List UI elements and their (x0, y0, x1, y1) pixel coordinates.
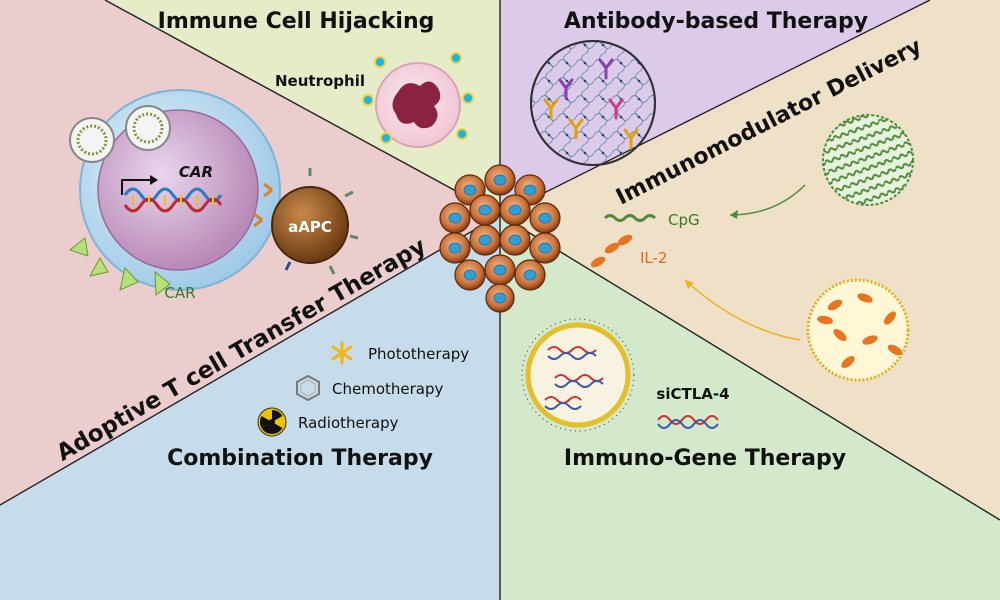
title-immuno-gene-therapy: Immuno-Gene Therapy (564, 446, 846, 471)
chemotherapy-icon (296, 374, 320, 402)
cpg-particle (603, 114, 914, 222)
label-neutrophil: Neutrophil (275, 72, 365, 90)
title-combination-therapy: Combination Therapy (167, 446, 433, 471)
il2-particle (590, 234, 910, 382)
neutrophil-illustration (362, 52, 474, 148)
label-radiotherapy: Radiotherapy (298, 414, 399, 432)
gene-nanoparticle (521, 318, 635, 432)
antibody-hydrogel (530, 40, 656, 166)
label-il2: IL-2 (640, 249, 667, 267)
label-chemotherapy: Chemotherapy (332, 380, 443, 398)
label-aapc: aAPC (288, 218, 332, 236)
title-immune-cell-hijacking: Immune Cell Hijacking (158, 9, 435, 34)
label-car-receptor: CAR (164, 284, 195, 302)
sictla4-strand-icon (657, 415, 719, 429)
title-antibody-therapy: Antibody-based Therapy (564, 9, 868, 34)
label-cpg: CpG (668, 211, 700, 229)
aapc-illustration (253, 168, 359, 275)
label-car-gene: CAR (179, 163, 213, 181)
phototherapy-icon (331, 341, 353, 365)
car-t-cell-illustration (68, 89, 281, 296)
label-phototherapy: Phototherapy (368, 345, 469, 363)
tumor-cluster (439, 164, 561, 313)
label-sictla4: siCTLA-4 (656, 385, 729, 403)
sector-immuno-gene-therapy (500, 215, 1000, 600)
radiotherapy-icon (257, 407, 287, 437)
sector-combination-therapy (0, 215, 500, 600)
